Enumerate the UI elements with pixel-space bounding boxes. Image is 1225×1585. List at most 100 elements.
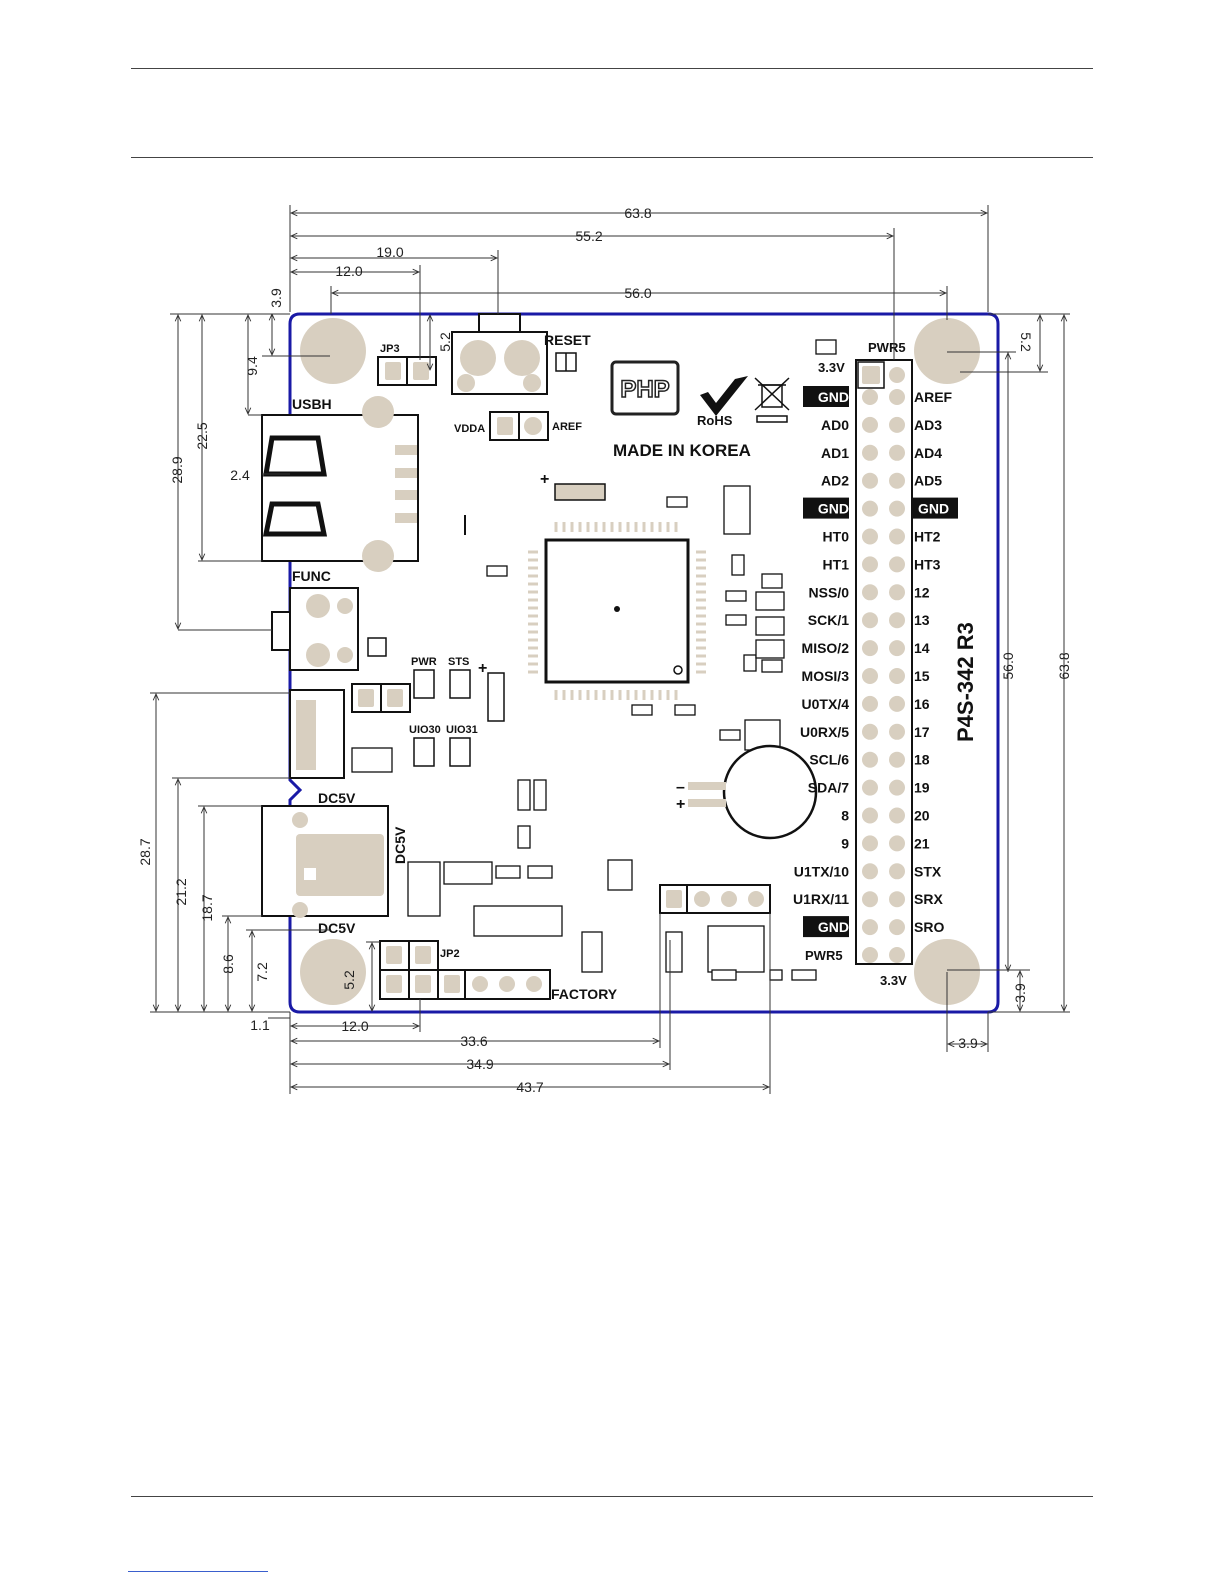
header-pin-pad	[889, 584, 905, 601]
header-left-label: GND	[818, 389, 849, 405]
header-right-label: AD3	[914, 417, 942, 433]
dc5v-top-label: DC5V	[318, 790, 356, 806]
dim-12-0-bottom: 12.0	[341, 1018, 368, 1034]
mount-hole-tr	[914, 318, 980, 384]
header-right-label: 15	[914, 668, 930, 684]
dim-9-4: 9.4	[244, 356, 260, 376]
factory-label: FACTORY	[551, 986, 618, 1002]
dim-34-9: 34.9	[466, 1056, 493, 1072]
php-logo: PHP	[610, 360, 680, 416]
v33-bottom: 3.3V	[880, 973, 907, 988]
header-pin-pad	[862, 695, 878, 712]
header-left-label: SCL/6	[809, 752, 849, 768]
reset-label: RESET	[544, 332, 591, 348]
pwr-led-label: PWR	[411, 656, 437, 668]
dim-5-2-right: 5.2	[1018, 332, 1034, 352]
dim-33-6: 33.6	[460, 1033, 487, 1049]
uio31-label: UIO31	[446, 724, 478, 736]
header-pin-pad	[862, 891, 878, 908]
header-pin-pad	[889, 751, 905, 768]
mount-hole-bl	[300, 939, 366, 1005]
dc5v-bottom-label: DC5V	[318, 920, 356, 936]
header-left-label: GND	[818, 919, 849, 935]
header-pin-pad	[862, 500, 878, 517]
gnd-highlight	[803, 916, 849, 938]
header-pin-pad	[889, 389, 905, 405]
coin-cell	[722, 744, 818, 840]
header-right-label: SRX	[914, 891, 943, 907]
header-pin-pad	[889, 779, 905, 796]
header-pin-pad	[862, 751, 878, 768]
dim-22-5: 22.5	[194, 422, 210, 449]
header-pin-pad	[889, 528, 905, 545]
header-pin-pad	[889, 612, 905, 629]
checkmark-icon	[700, 376, 748, 416]
batt-plus: +	[676, 796, 685, 813]
pwr5-bottom: PWR5	[805, 948, 843, 963]
board-name: P4S-342 R3	[953, 622, 978, 742]
pwr5-top: PWR5	[868, 340, 906, 355]
header-pin-pad	[862, 612, 878, 629]
header-left-label: U1RX/11	[793, 891, 849, 907]
header-pin-pad	[862, 919, 878, 936]
header-pin-pad	[862, 444, 878, 461]
dim-1-1: 1.1	[250, 1017, 270, 1033]
header-left-label: HT1	[823, 556, 850, 572]
header-pin-pad	[862, 863, 878, 880]
dim-5-2-jp3: 5.2	[437, 332, 453, 352]
header-pin-pad	[889, 367, 905, 383]
header-right-label: AD5	[914, 473, 942, 489]
header-pin-pad	[889, 835, 905, 852]
footer-link[interactable]	[128, 1571, 268, 1572]
header-pin-pad	[862, 416, 878, 433]
header-left-label: MISO/2	[802, 640, 850, 656]
header-left-label: AD1	[821, 445, 849, 461]
made-in-korea: MADE IN KOREA	[613, 441, 751, 460]
header-pin-pad	[862, 835, 878, 852]
header-left-label: MOSI/3	[802, 668, 850, 684]
header-left-label: NSS/0	[809, 584, 850, 600]
jp2-label: JP2	[440, 948, 460, 960]
header-pin-pad	[889, 668, 905, 684]
gnd-highlight	[803, 497, 849, 519]
header-left-label: U1TX/10	[794, 863, 849, 879]
header-pin-pad	[862, 640, 878, 657]
uio30-label: UIO30	[409, 724, 441, 736]
header-left-label: GND	[818, 501, 849, 517]
header-left-label: 9	[841, 835, 849, 851]
dim-8-6: 8.6	[220, 954, 236, 974]
header-pin-pad	[862, 668, 878, 684]
header-pin-pad	[889, 723, 905, 740]
header-pin-pad	[889, 416, 905, 433]
header-right-label: AD4	[914, 445, 942, 461]
aref-small-label: AREF	[552, 421, 582, 433]
header-pin-pad	[889, 444, 905, 461]
dim-3-9-right: 3.9	[1012, 983, 1028, 1003]
header-pin-pad	[862, 389, 878, 405]
dim-12-0-top: 12.0	[335, 263, 362, 279]
header-left-label: 8	[841, 808, 849, 824]
vdda-label: VDDA	[454, 423, 485, 435]
mount-hole-tl	[300, 318, 366, 384]
header-left-label: HT0	[823, 529, 850, 545]
header-pin-pad	[862, 556, 878, 573]
dim-56-0-right: 56.0	[1000, 652, 1016, 679]
header-pin-pad	[889, 500, 905, 517]
svg-text:PHP: PHP	[620, 376, 669, 403]
header-left-label: AD0	[821, 417, 849, 433]
dim-19-0: 19.0	[376, 244, 403, 260]
dim-21-2: 21.2	[173, 878, 189, 905]
header-pin-pad	[889, 695, 905, 712]
header-pin-pad	[889, 556, 905, 573]
header-right-label: 13	[914, 612, 930, 628]
cap-plus-2: +	[478, 660, 487, 677]
dc5v-side-label: DC5V	[392, 826, 408, 864]
header-pin-pad	[862, 723, 878, 740]
dim-56-0-top: 56.0	[624, 285, 651, 301]
dim-55-2: 55.2	[575, 228, 602, 244]
header-pin-pad	[889, 947, 905, 963]
usbh-label: USBH	[292, 396, 332, 412]
gnd-highlight	[803, 386, 849, 407]
dim-3-9-topleft: 3.9	[268, 288, 284, 308]
